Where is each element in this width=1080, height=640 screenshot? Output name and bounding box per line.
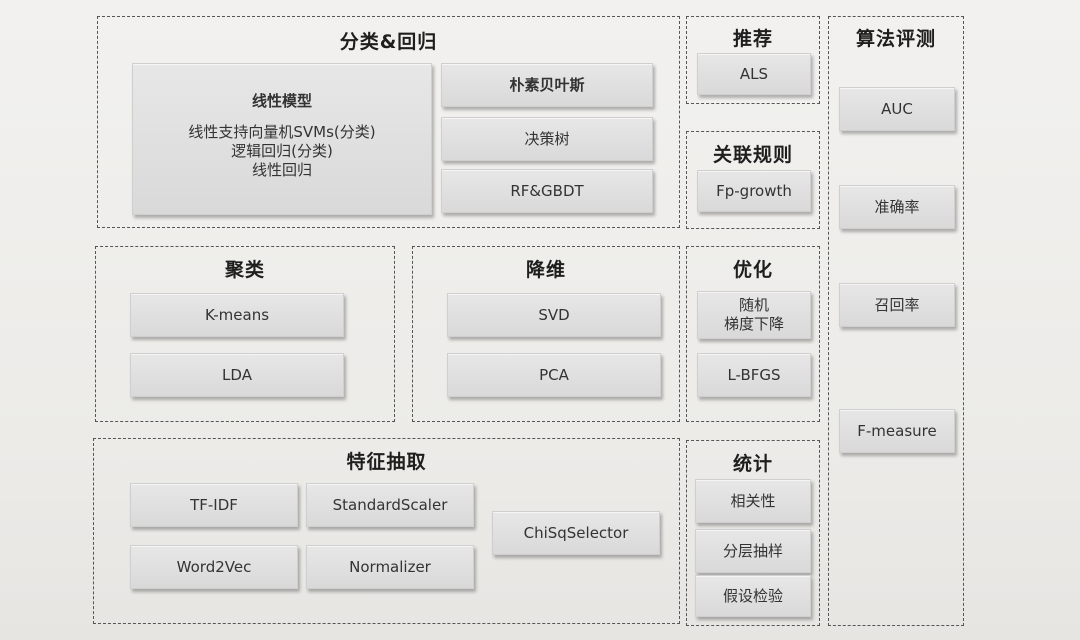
- linear-model-line: 线性支持向量机SVMs(分类): [188, 123, 376, 141]
- als-box: ALS: [697, 53, 811, 95]
- word2vec-box: Word2Vec: [130, 545, 298, 589]
- group-title: 聚类: [224, 259, 265, 281]
- group-title: 推荐: [732, 28, 773, 50]
- l-bfgs-box: L-BFGS: [697, 353, 811, 397]
- normalizer-box: Normalizer: [306, 545, 474, 589]
- standard-scaler-box: StandardScaler: [306, 483, 474, 527]
- linear-model-title: 线性模型: [251, 92, 312, 110]
- svd-box: SVD: [447, 293, 661, 337]
- naive-bayes-box: 朴素贝叶斯: [441, 63, 653, 107]
- group-optimization: 优化 随机 梯度下降 L-BFGS: [686, 246, 820, 422]
- group-recommendation: 推荐 ALS: [686, 16, 820, 104]
- tf-idf-box: TF-IDF: [130, 483, 298, 527]
- group-title: 算法评测: [855, 28, 936, 50]
- group-evaluation: 算法评测 AUC 准确率 召回率 F-measure: [828, 16, 964, 626]
- correlation-box: 相关性: [695, 479, 811, 523]
- group-clustering: 聚类 K-means LDA: [95, 246, 395, 422]
- pca-box: PCA: [447, 353, 661, 397]
- sgd-box: 随机 梯度下降: [697, 291, 811, 339]
- linear-model-line: 逻辑回归(分类): [231, 142, 333, 160]
- hypothesis-testing-box: 假设检验: [695, 575, 811, 617]
- auc-box: AUC: [839, 87, 955, 131]
- recall-box: 召回率: [839, 283, 955, 327]
- linear-model-line: 线性回归: [251, 161, 312, 179]
- chisq-selector-box: ChiSqSelector: [492, 511, 660, 555]
- group-dimensionality-reduction: 降维 SVD PCA: [412, 246, 680, 422]
- decision-tree-box: 决策树: [441, 117, 653, 161]
- sgd-line: 随机: [738, 296, 769, 314]
- group-title: 优化: [732, 259, 773, 281]
- lda-box: LDA: [130, 353, 344, 397]
- group-feature-extraction: 特征抽取 TF-IDF StandardScaler Word2Vec Norm…: [93, 438, 680, 624]
- stratified-sampling-box: 分层抽样: [695, 529, 811, 573]
- group-association-rules: 关联规则 Fp-growth: [686, 131, 820, 229]
- accuracy-box: 准确率: [839, 185, 955, 229]
- k-means-box: K-means: [130, 293, 344, 337]
- group-title: 分类&回归: [339, 31, 438, 53]
- f-measure-box: F-measure: [839, 409, 955, 453]
- group-title: 统计: [732, 453, 773, 475]
- linear-model-box: 线性模型 线性支持向量机SVMs(分类) 逻辑回归(分类) 线性回归: [132, 63, 432, 215]
- group-title: 关联规则: [712, 144, 793, 166]
- rf-gbdt-box: RF&GBDT: [441, 169, 653, 213]
- group-classification-regression: 分类&回归 线性模型 线性支持向量机SVMs(分类) 逻辑回归(分类) 线性回归…: [97, 16, 680, 228]
- group-title: 特征抽取: [346, 451, 427, 473]
- sgd-line: 梯度下降: [723, 315, 784, 333]
- group-statistics: 统计 相关性 分层抽样 假设检验: [686, 440, 820, 626]
- fp-growth-box: Fp-growth: [697, 170, 811, 212]
- group-title: 降维: [525, 259, 566, 281]
